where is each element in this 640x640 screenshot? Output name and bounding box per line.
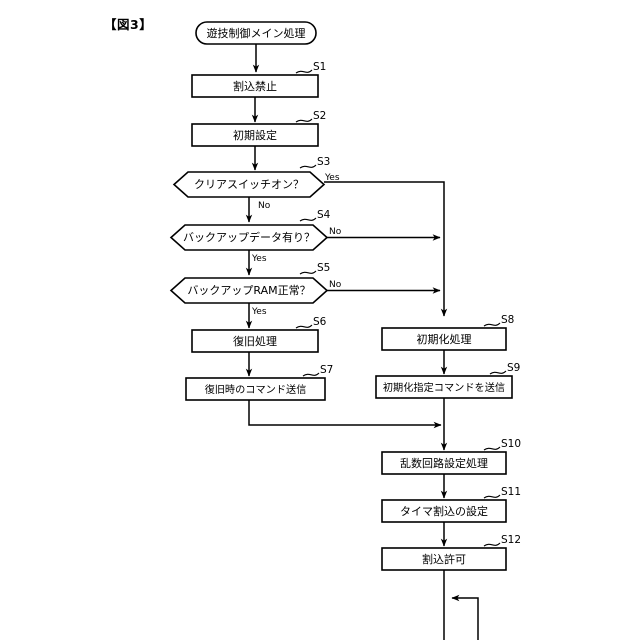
node-s12: 割込許可 xyxy=(381,547,507,571)
step-label-s12: S12 xyxy=(501,534,521,546)
leader-s1 xyxy=(295,69,313,74)
leader-s5 xyxy=(299,270,317,275)
node-s10: 乱数回路設定処理 xyxy=(381,451,507,475)
leader-s2 xyxy=(295,118,313,123)
step-label-s1: S1 xyxy=(313,61,326,73)
step-label-s6: S6 xyxy=(313,316,327,328)
node-s3: クリアスイッチオン？ xyxy=(172,171,326,198)
branch-label-s3-yes: Yes xyxy=(324,173,340,183)
branch-label-s3-no: No xyxy=(258,201,271,211)
leader-s4 xyxy=(299,217,317,222)
node-s6: 復旧処理 xyxy=(191,329,319,353)
node-s8: 初期化処理 xyxy=(381,327,507,351)
node-s4-label: バックアップデータ有り？ xyxy=(183,230,315,244)
edge-s3-yes-to-s8 xyxy=(324,181,448,317)
node-s2-label: 初期設定 xyxy=(233,128,277,142)
step-label-s4: S4 xyxy=(317,209,331,221)
node-s6-label: 復旧処理 xyxy=(233,335,277,348)
step-label-s8: S8 xyxy=(501,314,514,326)
node-s12-label: 割込許可 xyxy=(422,552,466,566)
node-s4: バックアップデータ有り？ xyxy=(169,224,329,251)
step-label-s10: S10 xyxy=(501,438,521,450)
step-label-s2: S2 xyxy=(313,110,326,122)
node-s7: 復旧時のコマンド送信 xyxy=(185,377,326,401)
node-s9-label: 初期化指定コマンドを送信 xyxy=(383,381,505,394)
leader-s11 xyxy=(483,494,501,499)
node-s1: 割込禁止 xyxy=(191,74,319,98)
leader-s7 xyxy=(302,372,320,377)
branch-label-s4-yes: Yes xyxy=(251,254,267,264)
branch-label-s4-no: No xyxy=(329,227,342,237)
leader-s12 xyxy=(483,542,501,547)
leader-s10 xyxy=(483,446,501,451)
node-s2: 初期設定 xyxy=(191,123,319,147)
leader-s8 xyxy=(483,322,501,327)
node-s8-label: 初期化処理 xyxy=(417,332,472,346)
node-start-label: 遊技制御メイン処理 xyxy=(207,26,306,40)
figure-number-label: 【図3】 xyxy=(104,17,153,32)
step-label-s5: S5 xyxy=(317,262,330,274)
node-s7-label: 復旧時のコマンド送信 xyxy=(205,383,307,396)
node-s9: 初期化指定コマンドを送信 xyxy=(375,375,513,399)
edge-s7-to-rail xyxy=(248,400,442,429)
leader-s3 xyxy=(299,164,317,169)
step-label-s7: S7 xyxy=(320,364,333,376)
branch-label-s5-no: No xyxy=(329,280,342,290)
node-s11: タイマ割込の設定 xyxy=(381,499,507,523)
step-label-s9: S9 xyxy=(507,362,520,374)
node-s10-label: 乱数回路設定処理 xyxy=(400,456,488,470)
node-s5: バックアップRAM正常？ xyxy=(169,277,329,304)
leader-s9 xyxy=(489,370,507,375)
node-s5-label: バックアップRAM正常？ xyxy=(187,284,310,297)
node-s3-label: クリアスイッチオン？ xyxy=(194,178,304,191)
node-s1-label: 割込禁止 xyxy=(233,79,277,93)
step-label-s3: S3 xyxy=(317,156,330,168)
branch-label-s5-yes: Yes xyxy=(251,307,267,317)
node-start: 遊技制御メイン処理 xyxy=(195,21,317,45)
step-label-s11: S11 xyxy=(501,486,521,498)
leader-s6 xyxy=(295,324,313,329)
edge-loop-back xyxy=(451,594,479,640)
node-s11-label: タイマ割込の設定 xyxy=(400,504,488,518)
